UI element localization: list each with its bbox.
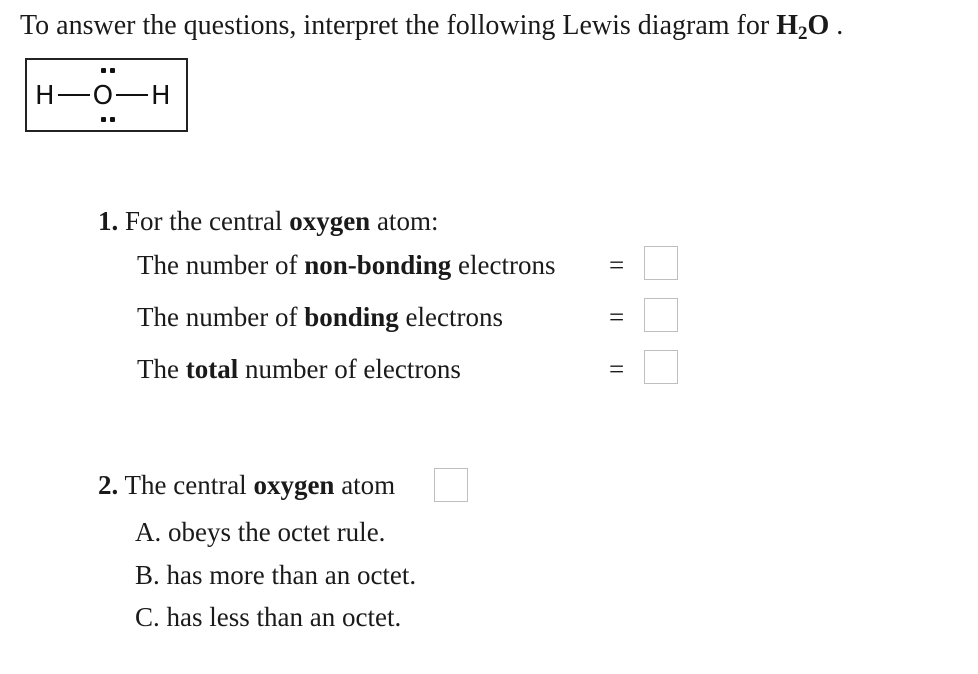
electron-dot bbox=[110, 117, 115, 122]
formula: H2O bbox=[776, 10, 830, 44]
label-part: The bbox=[137, 354, 186, 384]
formula-subscript: 2 bbox=[797, 23, 808, 44]
label-part: electrons bbox=[398, 302, 503, 332]
question-1-text: For the central bbox=[118, 206, 290, 236]
equals-sign: = bbox=[609, 302, 625, 332]
option-b: B. has more than an octet. bbox=[135, 560, 417, 590]
question-1-bold: oxygen bbox=[289, 206, 371, 236]
equals-sign: = bbox=[609, 250, 625, 280]
lone-pair-bottom bbox=[101, 117, 115, 122]
hydrogen-left: H bbox=[35, 81, 55, 111]
label-part: The number of bbox=[137, 250, 305, 280]
lone-pair-top bbox=[101, 68, 115, 73]
question-1-heading: 1. For the central oxygen atom: bbox=[98, 203, 438, 239]
electron-dot bbox=[110, 68, 115, 73]
formula-h: H bbox=[776, 10, 798, 41]
octet-answer-input[interactable] bbox=[434, 468, 468, 502]
nonbonding-label: The number of non-bonding electrons bbox=[137, 247, 556, 283]
bond-left bbox=[57, 93, 90, 96]
intro-suffix: . bbox=[829, 10, 844, 41]
nonbonding-electrons-input[interactable] bbox=[644, 246, 678, 280]
label-bold: non-bonding bbox=[304, 250, 452, 280]
question-2-number: 2. bbox=[98, 470, 119, 500]
question-2-text: The central bbox=[118, 470, 254, 500]
question-1-text-end: atom: bbox=[370, 206, 439, 236]
label-bold: bonding bbox=[304, 302, 399, 332]
question-2-heading: 2. The central oxygen atom bbox=[98, 467, 395, 503]
label-part: number of electrons bbox=[238, 354, 461, 384]
bond-right bbox=[116, 93, 149, 96]
bonding-electrons-input[interactable] bbox=[644, 298, 678, 332]
total-label: The total number of electrons bbox=[137, 351, 461, 387]
bonding-label: The number of bonding electrons bbox=[137, 299, 503, 335]
hydrogen-right: H bbox=[151, 81, 171, 111]
electron-dot bbox=[101, 68, 106, 73]
electron-dot bbox=[101, 117, 106, 122]
label-part: The number of bbox=[137, 302, 305, 332]
equals-sign: = bbox=[609, 354, 625, 384]
option-c: C. has less than an octet. bbox=[135, 602, 402, 632]
oxygen-center: O bbox=[92, 81, 114, 111]
question-1-number: 1. bbox=[98, 206, 119, 236]
question-2-bold: oxygen bbox=[253, 470, 335, 500]
formula-o: O bbox=[807, 10, 830, 41]
label-part: electrons bbox=[451, 250, 556, 280]
question-2-text-end: atom bbox=[334, 470, 396, 500]
intro-prefix: To answer the questions, interpret the f… bbox=[20, 10, 777, 41]
label-bold: total bbox=[185, 354, 239, 384]
total-electrons-input[interactable] bbox=[644, 350, 678, 384]
option-a: A. obeys the octet rule. bbox=[135, 517, 386, 547]
intro-text: To answer the questions, interpret the f… bbox=[20, 6, 843, 46]
